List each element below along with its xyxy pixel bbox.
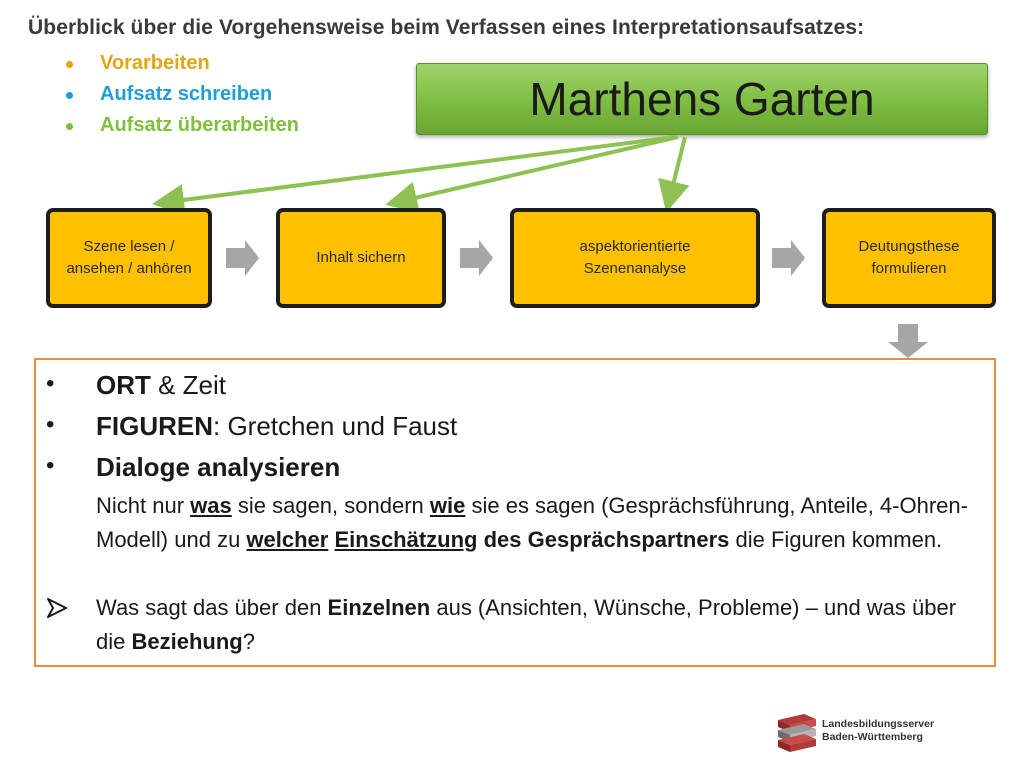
step-szenenanalyse: aspektorientierte Szenenanalyse: [510, 208, 760, 308]
bullet-figuren: FIGUREN: Gretchen und Faust: [96, 411, 458, 441]
step-deutungsthese: Deutungsthese formulieren: [822, 208, 996, 308]
overview-item-aufsatz-schreiben: Aufsatz schreiben: [62, 79, 299, 110]
step-inhalt-sichern: Inhalt sichern: [276, 208, 446, 308]
analysis-box: [34, 358, 996, 667]
bullet-dot: [66, 123, 73, 130]
bullet-dialoge: Dialoge analysieren: [96, 452, 341, 482]
overview-item-aufsatz-ueberarbeiten: Aufsatz überarbeiten: [62, 110, 299, 141]
logo-text: Landesbildungsserver Baden-Württemberg: [822, 718, 935, 743]
landesbildungsserver-logo-icon: [778, 714, 816, 752]
flow-arrow-3: [772, 240, 805, 276]
arrow-to-step-2: [385, 135, 679, 214]
scene-title-box: Marthens Garten: [416, 63, 988, 135]
bullet-dot: [66, 92, 73, 99]
bullet: •: [46, 411, 55, 438]
bullet-dot: [66, 61, 73, 68]
overview-list: Vorarbeiten Aufsatz schreiben Aufsatz üb…: [62, 48, 299, 141]
dialoge-explanation: Nicht nur was sie sagen, sondern wie sie…: [96, 493, 968, 552]
arrow-bullet-icon: [47, 598, 67, 618]
arrow-to-step-3: [658, 136, 690, 213]
bullet-ort-zeit: ORT & Zeit: [96, 370, 227, 400]
overview-item-vorarbeiten: Vorarbeiten: [62, 48, 299, 79]
bullet: •: [46, 452, 55, 479]
flow-arrow-down: [888, 324, 928, 358]
slide-title: Überblick über die Vorgehensweise beim V…: [28, 16, 865, 39]
bullet: •: [46, 370, 55, 397]
arrow-to-step-1: [152, 135, 676, 216]
flow-arrow-1: [226, 240, 259, 276]
flow-arrow-2: [460, 240, 493, 276]
question-text: Was sagt das über den Einzelnen aus (Ans…: [96, 595, 957, 654]
step-szene-lesen: Szene lesen / ansehen / anhören: [46, 208, 212, 308]
